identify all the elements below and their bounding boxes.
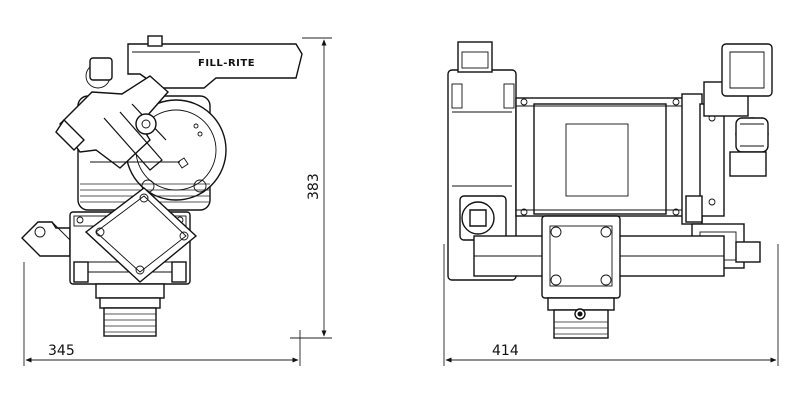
brand-label: FILL-RITE xyxy=(198,58,255,69)
nozzle-lever-assembly: FILL-RITE xyxy=(55,35,303,171)
front-base xyxy=(473,215,725,299)
front-outlet-fitting xyxy=(547,297,615,339)
motor-body xyxy=(515,97,685,217)
front-view-drawing xyxy=(447,41,773,339)
junction-box xyxy=(84,187,198,283)
side-height-label: 383 xyxy=(306,173,322,200)
outlet-valve-assembly xyxy=(681,43,773,269)
front-width-dimension: 414 xyxy=(443,244,779,366)
front-width-label: 414 xyxy=(492,343,519,359)
outlet-fitting xyxy=(95,283,165,337)
side-width-label: 345 xyxy=(48,343,75,359)
inlet-housing xyxy=(447,41,517,281)
side-height-dimension: 383 xyxy=(290,37,332,339)
side-view-drawing: FILL-RITE xyxy=(21,35,303,337)
mounting-bracket xyxy=(21,221,71,257)
side-width-dimension: 345 xyxy=(23,262,301,366)
